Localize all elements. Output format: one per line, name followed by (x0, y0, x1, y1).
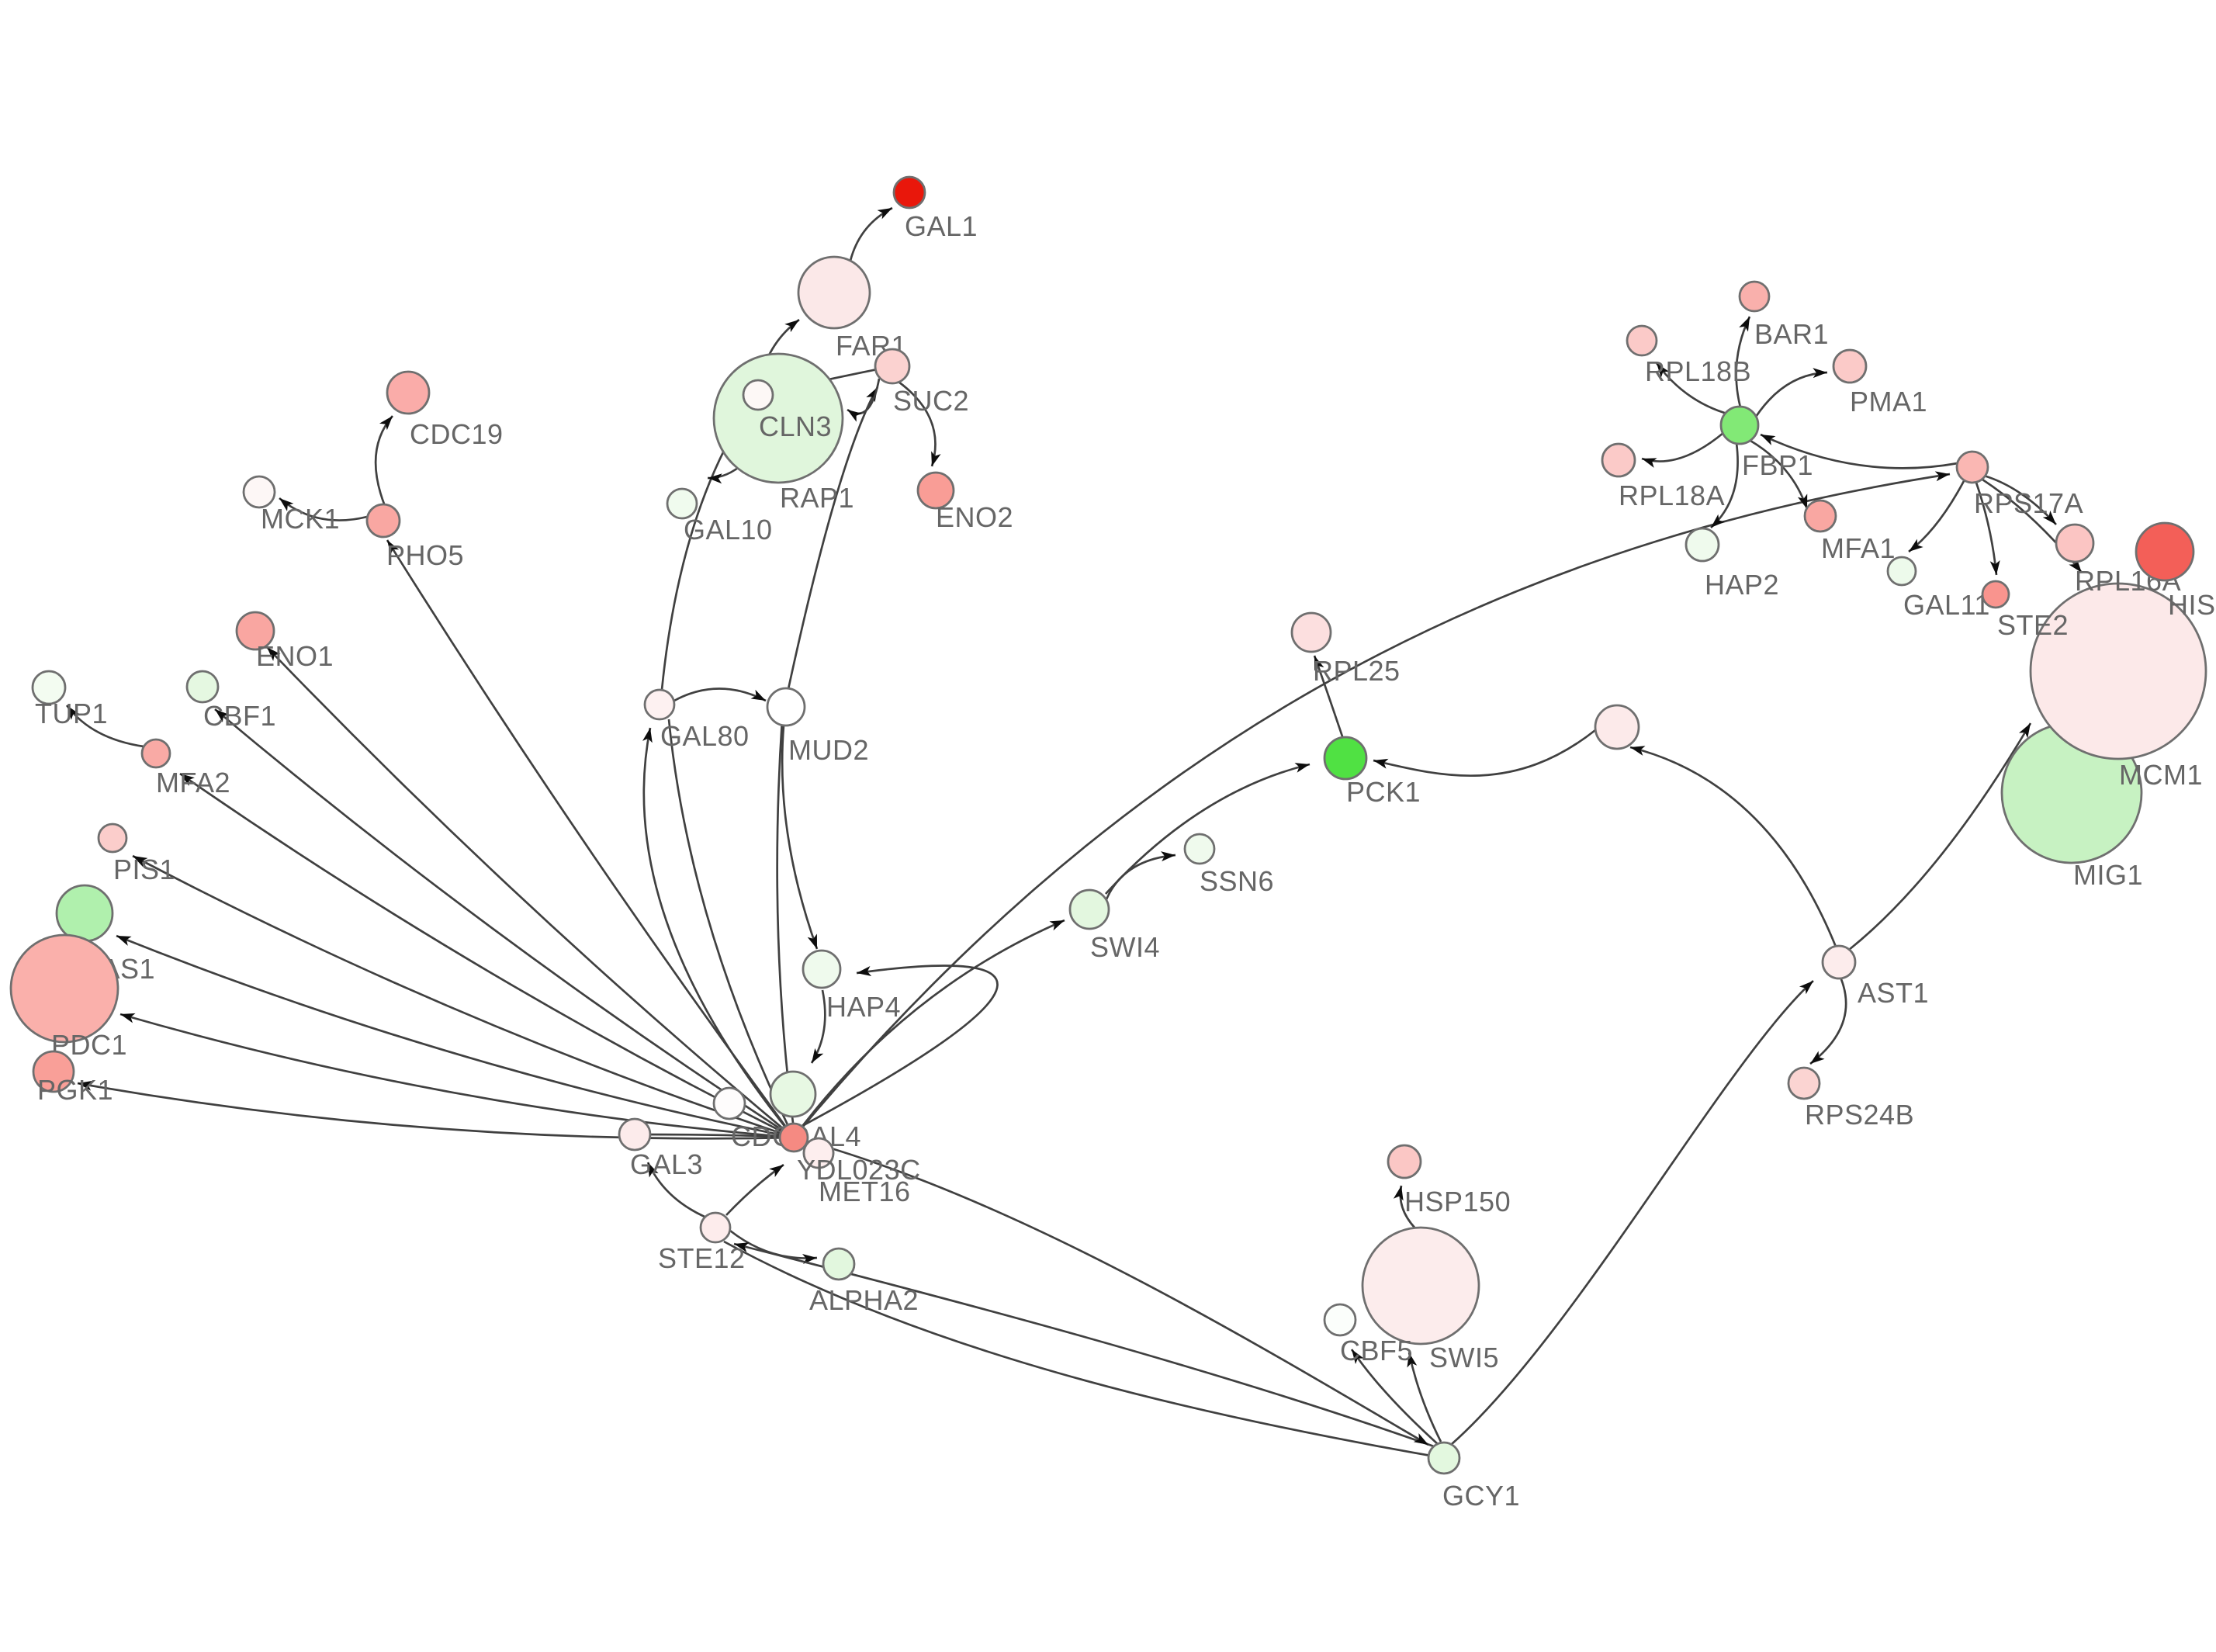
svg-text:ENO2: ENO2 (936, 501, 1013, 533)
svg-text:MIG1: MIG1 (2073, 859, 2143, 891)
svg-text:SSN6: SSN6 (1200, 865, 1274, 897)
svg-text:CBF1: CBF1 (203, 700, 276, 732)
svg-text:CLN3: CLN3 (759, 410, 832, 442)
svg-text:MFA2: MFA2 (156, 767, 230, 798)
svg-text:BAR1: BAR1 (1754, 318, 1829, 350)
svg-text:ENO1: ENO1 (256, 640, 334, 672)
svg-text:RPL18A: RPL18A (1619, 480, 1725, 511)
svg-text:MUD2: MUD2 (788, 734, 869, 766)
svg-text:GAL11: GAL11 (1903, 589, 1990, 621)
svg-text:ALPHA2: ALPHA2 (809, 1284, 919, 1316)
svg-text:PHO5: PHO5 (386, 539, 464, 571)
svg-text:SWI5: SWI5 (1429, 1342, 1499, 1373)
svg-text:RAP1: RAP1 (780, 482, 854, 514)
svg-text:HAP2: HAP2 (1705, 569, 1779, 601)
svg-text:PMA1: PMA1 (1850, 386, 1927, 417)
svg-text:PIS1: PIS1 (113, 854, 175, 885)
svg-text:MFA1: MFA1 (1821, 532, 1896, 564)
svg-text:GCY1: GCY1 (1442, 1480, 1520, 1512)
svg-text:AST1: AST1 (1858, 977, 1929, 1009)
svg-text:RPL25: RPL25 (1313, 655, 1401, 687)
svg-text:SUC2: SUC2 (893, 385, 969, 417)
svg-text:STE12: STE12 (658, 1242, 746, 1274)
svg-text:PCK1: PCK1 (1346, 776, 1421, 808)
svg-text:HSP150: HSP150 (1404, 1186, 1511, 1217)
svg-text:HAP4: HAP4 (826, 991, 901, 1023)
svg-text:SWI4: SWI4 (1090, 931, 1160, 963)
svg-text:GAL10: GAL10 (684, 514, 773, 545)
svg-text:STE2: STE2 (1997, 609, 2069, 641)
svg-text:MCK1: MCK1 (261, 503, 340, 535)
svg-text:GAL1: GAL1 (905, 210, 978, 242)
svg-text:TUP1: TUP1 (35, 698, 108, 729)
svg-text:RPS24B: RPS24B (1805, 1099, 1914, 1131)
svg-text:GAL3: GAL3 (630, 1148, 703, 1180)
svg-text:RPS17A: RPS17A (1974, 487, 2083, 519)
svg-text:PGK1: PGK1 (37, 1074, 113, 1106)
svg-text:CDC19: CDC19 (410, 418, 504, 450)
svg-text:MCM1: MCM1 (2119, 759, 2203, 791)
svg-text:CBF5: CBF5 (1340, 1335, 1413, 1366)
svg-text:YDL023C: YDL023C (797, 1154, 921, 1186)
svg-text:GAL80: GAL80 (660, 720, 750, 752)
svg-text:RPL18B: RPL18B (1645, 355, 1751, 387)
svg-text:FBP1: FBP1 (1742, 449, 1813, 481)
svg-text:MET16: MET16 (819, 1176, 911, 1207)
svg-text:HIS4: HIS4 (2168, 589, 2216, 621)
